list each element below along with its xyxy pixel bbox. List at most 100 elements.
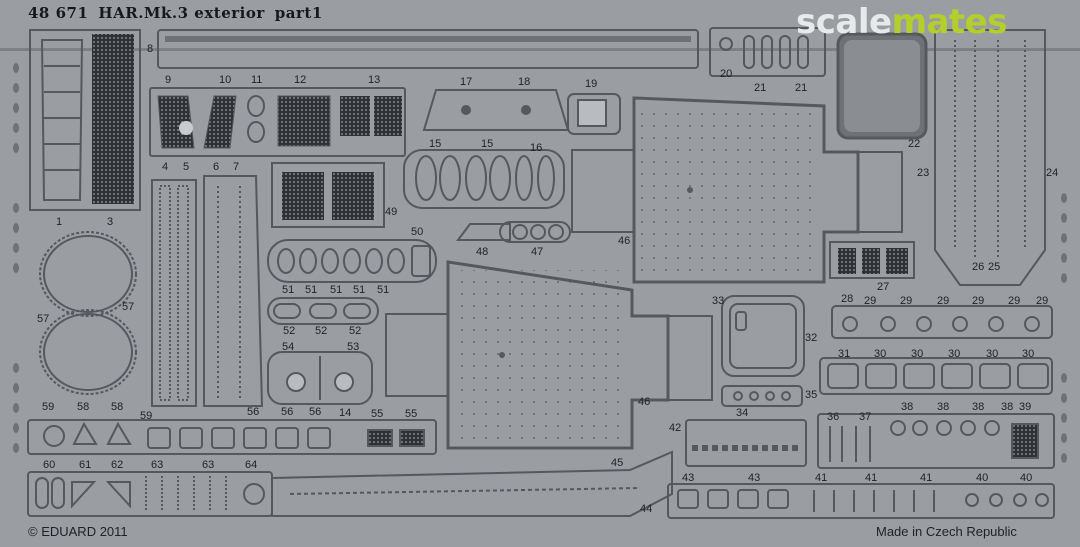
label-part-30c: 30 (948, 348, 961, 360)
label-part-58a: 58 (77, 401, 90, 413)
label-part-29a: 29 (864, 295, 877, 307)
parts-40-41-43 (667, 483, 1055, 519)
label-part-39: 39 (1019, 401, 1032, 413)
parts-55-59 (27, 419, 437, 455)
scalemates-watermark: scalemates (796, 2, 1007, 42)
label-part-43b: 43 (748, 472, 761, 484)
label-part-36: 36 (827, 411, 840, 423)
label-part-63b: 63 (202, 459, 215, 471)
label-part-15a: 15 (429, 138, 442, 150)
label-part-38d: 38 (1001, 401, 1014, 413)
part-46-lower-panel (385, 260, 713, 450)
label-part-51d: 51 (353, 284, 366, 296)
label-part-31: 31 (838, 348, 851, 360)
label-part-42: 42 (669, 422, 682, 434)
label-part-18: 18 (518, 76, 531, 88)
label-part-9: 9 (165, 74, 172, 86)
label-part-28: 28 (841, 293, 854, 305)
part-35 (721, 385, 803, 407)
label-part-16: 16 (530, 142, 543, 154)
label-part-8: 8 (147, 43, 154, 55)
parts-51-52 (267, 297, 379, 325)
label-part-20: 20 (720, 68, 733, 80)
label-part-24: 24 (1046, 167, 1059, 179)
label-part-56b: 56 (281, 406, 294, 418)
label-part-63a: 63 (151, 459, 164, 471)
parts-32-33 (721, 295, 805, 377)
part-8-slot (165, 36, 691, 42)
label-part-30d: 30 (986, 348, 999, 360)
label-part-51e: 51 (377, 284, 390, 296)
label-part-64: 64 (245, 459, 258, 471)
parts-27-28 (829, 241, 915, 279)
label-part-52c: 52 (349, 325, 362, 337)
label-part-1: 1 (56, 216, 63, 228)
label-part-22: 22 (908, 138, 921, 150)
label-part-5: 5 (183, 161, 190, 173)
frame-edge (0, 48, 1080, 51)
origin-text: Made in Czech Republic (876, 524, 1017, 539)
part-2-ladder-panel (29, 29, 141, 211)
label-part-10: 10 (219, 74, 232, 86)
copyright-text: © EDUARD 2011 (28, 524, 128, 539)
part-46-upper-panel (571, 96, 903, 284)
label-part-12: 12 (294, 74, 307, 86)
parts-30-31-row (819, 357, 1053, 395)
label-part-55b: 55 (405, 408, 418, 420)
label-part-41c: 41 (920, 472, 933, 484)
label-part-14: 14 (339, 407, 352, 419)
label-part-37: 37 (859, 411, 872, 423)
label-part-47: 47 (531, 246, 544, 258)
label-part-49: 49 (385, 206, 398, 218)
label-part-51b: 51 (305, 284, 318, 296)
label-part-13: 13 (368, 74, 381, 86)
label-part-30a: 30 (874, 348, 887, 360)
label-part-21b: 21 (795, 82, 808, 94)
label-part-56c: 56 (309, 406, 322, 418)
label-part-59a: 59 (42, 401, 55, 413)
watermark-mates: mates (891, 2, 1008, 42)
label-part-21a: 21 (754, 82, 767, 94)
label-part-58b: 58 (111, 401, 124, 413)
label-part-38b: 38 (937, 401, 950, 413)
label-part-35: 35 (805, 389, 818, 401)
parts-1-3-57 (39, 231, 137, 395)
label-part-25: 25 (988, 261, 1001, 273)
label-part-61: 61 (79, 459, 92, 471)
label-part-51a: 51 (282, 284, 295, 296)
label-part-53: 53 (347, 341, 360, 353)
part-8-strip (157, 29, 699, 69)
label-part-29f: 29 (1036, 295, 1049, 307)
label-part-38c: 38 (972, 401, 985, 413)
label-part-17: 17 (460, 76, 473, 88)
label-part-41b: 41 (865, 472, 878, 484)
label-part-60: 60 (43, 459, 56, 471)
label-part-46b: 46 (638, 396, 651, 408)
parts-36-39 (817, 413, 1055, 469)
label-part-40b: 40 (1020, 472, 1033, 484)
label-part-23: 23 (917, 167, 930, 179)
label-part-29e: 29 (1008, 295, 1021, 307)
label-part-44: 44 (640, 503, 653, 515)
label-part-57b: 57 (37, 313, 50, 325)
right-runner-holes (1061, 193, 1067, 463)
sheet-name: HAR.Mk.3 exterior (98, 4, 265, 22)
label-part-54: 54 (282, 341, 295, 353)
parts-20-21 (709, 27, 826, 77)
label-part-59b: 59 (140, 410, 153, 422)
label-part-40a: 40 (976, 472, 989, 484)
label-part-52a: 52 (283, 325, 296, 337)
label-part-29d: 29 (972, 295, 985, 307)
sheet-part: part1 (274, 4, 323, 22)
label-part-29b: 29 (900, 295, 913, 307)
label-part-30b: 30 (911, 348, 924, 360)
label-part-34: 34 (736, 407, 749, 419)
parts-15-16 (403, 149, 565, 209)
label-part-15b: 15 (481, 138, 494, 150)
label-part-52b: 52 (315, 325, 328, 337)
part-49 (271, 162, 385, 228)
label-part-57a: 57 (122, 301, 135, 313)
label-part-50: 50 (411, 226, 424, 238)
